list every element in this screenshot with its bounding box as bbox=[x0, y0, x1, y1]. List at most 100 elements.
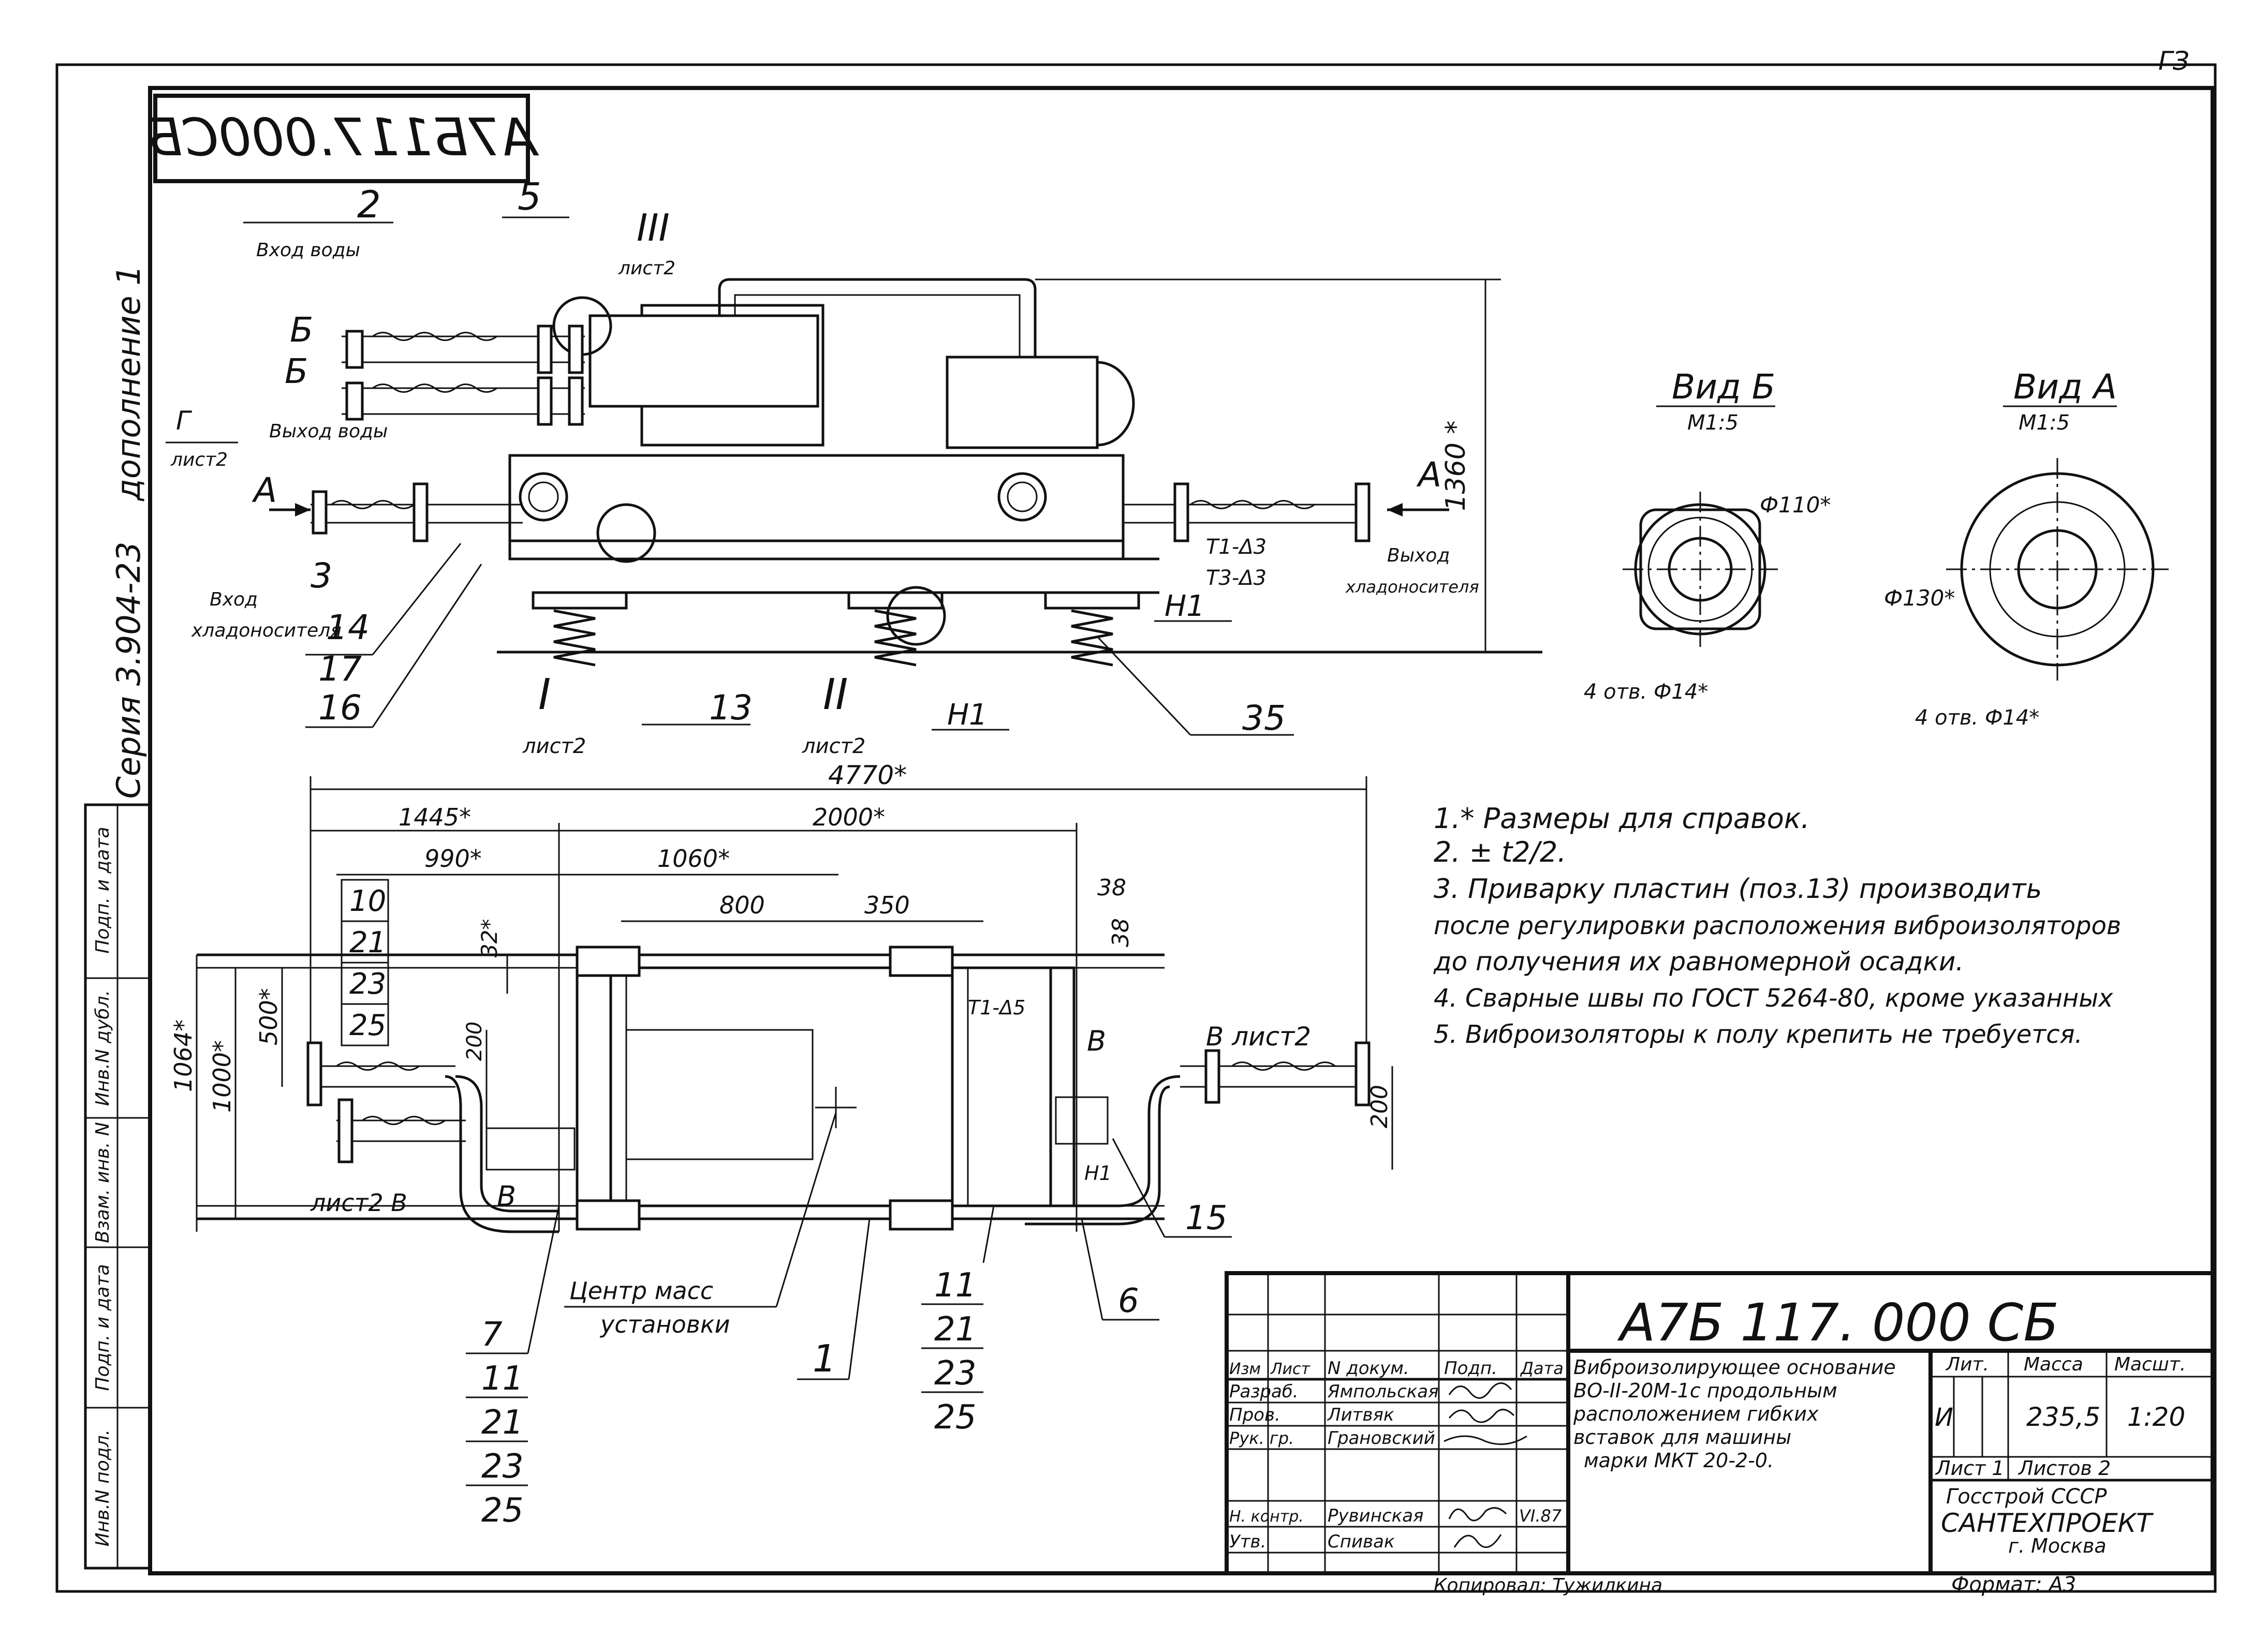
plan-pos-25-c: 25 bbox=[934, 1398, 976, 1437]
scale-header: Масшт. bbox=[2114, 1354, 2186, 1375]
water-out-label: Выход воды bbox=[269, 421, 388, 442]
sheet2-iii: лист2 bbox=[618, 258, 675, 279]
view-a-diameter: Ф130* bbox=[1884, 585, 1955, 611]
name-1: Литвяк bbox=[1327, 1405, 1394, 1425]
dim-38-horizontal: 38 bbox=[1097, 875, 1126, 901]
dim-990: 990* bbox=[424, 845, 482, 873]
plan-pos-7: 7 bbox=[481, 1316, 503, 1354]
form-cell-3: Взам. инв. N bbox=[92, 1122, 113, 1243]
center-of-mass-1: Центр масс bbox=[569, 1277, 713, 1305]
date-note: VI.87 bbox=[1519, 1506, 1562, 1526]
plan-pos-6: 6 bbox=[1118, 1282, 1139, 1320]
spring-left bbox=[553, 609, 596, 667]
name-3: Рувинская bbox=[1328, 1506, 1424, 1526]
dim-4770: 4770* bbox=[828, 760, 907, 790]
org-line-1: Госстрой СССР bbox=[1946, 1485, 2107, 1509]
note-5: 5. Виброизоляторы к полу крепить не треб… bbox=[1434, 1020, 2083, 1049]
coolant-lines bbox=[311, 482, 1371, 542]
hdr-izm: Изм bbox=[1229, 1360, 1261, 1378]
role-2: Рук. гр. bbox=[1229, 1428, 1294, 1448]
gamma-label: Г bbox=[176, 406, 193, 436]
plan-pos-25-b: 25 bbox=[481, 1492, 523, 1530]
signature-1 bbox=[1448, 1382, 1512, 1399]
view-b-holes: 4 отв. Ф14* bbox=[1584, 680, 1708, 704]
plan-v-sheet2: В лист2 bbox=[1206, 1022, 1311, 1052]
role-1: Пров. bbox=[1229, 1405, 1280, 1425]
view-a-title: Вид А bbox=[2013, 367, 2117, 407]
dim-1000: 1000* bbox=[208, 1040, 236, 1113]
dim-38-vertical: 38 bbox=[1108, 918, 1134, 947]
roman-i-label: I bbox=[538, 670, 551, 719]
pos-17-label: 17 bbox=[318, 649, 362, 689]
role-3: Н. контр. bbox=[1229, 1508, 1304, 1526]
plan-view: 4770* 1445* 2000* 990* 1060* 800 350 38 … bbox=[169, 760, 1393, 1233]
org-line-3: г. Москва bbox=[2008, 1534, 2107, 1557]
roman-iii-label: III bbox=[637, 206, 670, 249]
note-1: 1.* Размеры для справок. bbox=[1434, 802, 1810, 835]
plan-pos-23-b: 23 bbox=[481, 1448, 523, 1486]
sheet2-i: лист2 bbox=[522, 734, 586, 758]
plan-pos-11-b: 11 bbox=[934, 1266, 976, 1305]
pos-14-label: 14 bbox=[326, 608, 370, 647]
plan-pos-25-a: 25 bbox=[349, 1009, 386, 1042]
pos-35-label: 35 bbox=[1242, 698, 1286, 738]
desc-line-3: расположением гибких bbox=[1573, 1403, 1819, 1425]
sheet-number: Лист 1 bbox=[1935, 1457, 2005, 1480]
plan-pos-21-c: 21 bbox=[934, 1310, 976, 1349]
org-line-2: САНТЕХПРОЕКТ bbox=[1941, 1508, 2154, 1538]
coolant-out-2: хладоносителя bbox=[1345, 577, 1479, 597]
dim-800: 800 bbox=[719, 891, 765, 919]
dim-32: 32* bbox=[477, 919, 502, 957]
form-cell-2: Подп. и дата bbox=[92, 1264, 113, 1391]
signature-4 bbox=[1448, 1507, 1507, 1522]
mirrored-code-stamp: А7Б117.000СБ bbox=[147, 94, 540, 183]
name-2: Грановский bbox=[1328, 1428, 1435, 1449]
note-3-cont-1: после регулировки расположения виброизол… bbox=[1434, 911, 2121, 940]
plan-b-marker: В bbox=[497, 1180, 516, 1213]
form-cell-1: Инв.N подл. bbox=[92, 1429, 113, 1546]
coolant-in-2: хладоносителя bbox=[191, 620, 342, 641]
plan-pos-1: 1 bbox=[813, 1337, 836, 1380]
hdr-ndoc: N докум. bbox=[1328, 1358, 1409, 1379]
hdr-sign: Подп. bbox=[1444, 1358, 1497, 1379]
dim-1064: 1064* bbox=[169, 1020, 197, 1092]
pos-13-label: 13 bbox=[709, 688, 753, 728]
view-b-title: Вид Б bbox=[1672, 367, 1775, 407]
arrow-a-left: А bbox=[252, 470, 277, 510]
plan-position-stack-bottom-center: 11 21 23 25 bbox=[921, 1205, 995, 1437]
view-b-scale: М1:5 bbox=[1687, 411, 1739, 435]
dim-200-left: 200 bbox=[463, 1022, 487, 1061]
plan-pos-23-c: 23 bbox=[934, 1354, 976, 1393]
paper-format: Формат: А3 bbox=[1951, 1573, 2076, 1597]
plan-pos-11-a: 11 bbox=[481, 1360, 523, 1398]
hdr-list: Лист bbox=[1270, 1360, 1311, 1378]
view-b: Вид Б М1:5 Ф110* 4 отв. Ф14* bbox=[1584, 367, 1831, 704]
coolant-in-1: Вход bbox=[210, 589, 258, 610]
sheet2-ii: лист2 bbox=[802, 734, 865, 758]
note-3-cont-2: до получения их равномерной осадки. bbox=[1433, 947, 1964, 977]
plan-v-label: В bbox=[1087, 1025, 1106, 1057]
pos-2-label: 2 bbox=[357, 183, 381, 226]
dim-1060: 1060* bbox=[657, 845, 730, 873]
scale-value: 1:20 bbox=[2127, 1402, 2185, 1432]
left-side-strip: дополнение 1 Серия 3.904-23 Инв.N подл. … bbox=[84, 265, 152, 1570]
title-block: Изм Лист N докум. Подп. Дата Разраб. Ямп… bbox=[1225, 1271, 2215, 1597]
view-a-holes: 4 отв. Ф14* bbox=[1915, 706, 2039, 730]
plan-position-stack-left: 10 21 23 25 bbox=[341, 879, 389, 1046]
pos-16-label: 16 bbox=[318, 688, 362, 728]
lit-value: И bbox=[1935, 1403, 1953, 1432]
roman-ii-label: II bbox=[823, 670, 848, 719]
arrow-b-lower: Б bbox=[285, 351, 308, 391]
mass-value: 235,5 bbox=[2026, 1402, 2100, 1432]
addendum-label: дополнение 1 bbox=[110, 265, 148, 501]
desc-line-5: марки МКТ 20-2-0. bbox=[1584, 1449, 1774, 1472]
plan-position-stack-bottom-left: 7 11 21 23 25 bbox=[466, 1205, 560, 1530]
arrow-b-upper: Б bbox=[290, 310, 313, 350]
plan-weld: Т1-Δ5 bbox=[968, 996, 1025, 1019]
name-4: Спивак bbox=[1328, 1531, 1395, 1552]
form-cell-4: Инв.N дубл. bbox=[92, 990, 113, 1106]
mirrored-code-text: А7Б117.000СБ bbox=[147, 107, 540, 168]
plan-pos-21-b: 21 bbox=[481, 1404, 523, 1442]
dim-1445: 1445* bbox=[399, 803, 471, 831]
mass-header: Масса bbox=[2024, 1354, 2083, 1375]
